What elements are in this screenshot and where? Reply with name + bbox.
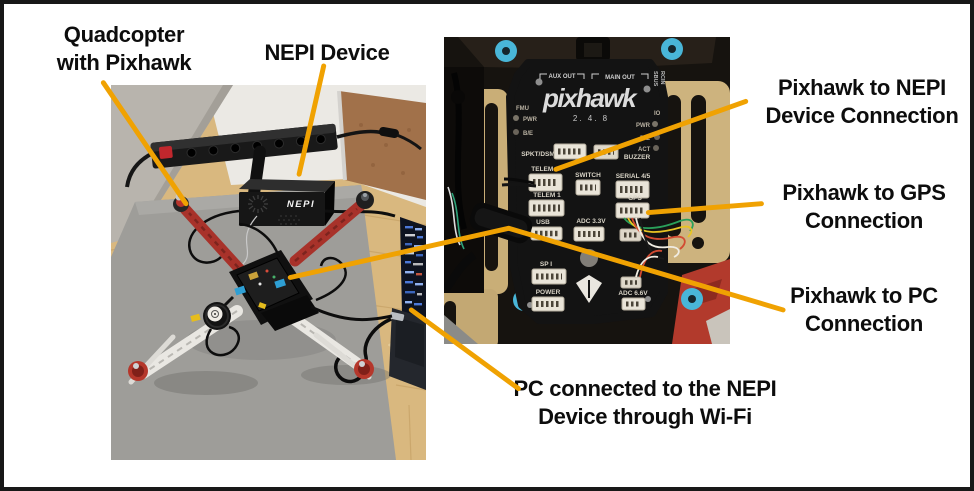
- blue-module-right: [274, 278, 286, 289]
- gps-cable-loop: [205, 325, 240, 357]
- motor-front-right: [356, 191, 374, 209]
- callout-quadcopter-with-pixhawk: Quadcopter with Pixhawk: [34, 21, 214, 77]
- center-gray-dot: [580, 249, 598, 267]
- telem1-port: TELEM 1: [528, 192, 565, 217]
- cord-to-laptop: [396, 133, 422, 151]
- motor-rear-left: [128, 361, 148, 381]
- callout-line: Quadcopter: [63, 22, 185, 47]
- callout-line: Pixhawk to NEPI: [778, 75, 946, 100]
- telem2-port: TELEM 2: [501, 166, 563, 192]
- usb-label: USB: [536, 219, 550, 226]
- serial45-label: SERIAL 4/5: [616, 173, 651, 180]
- cable-knot: [451, 90, 465, 104]
- flight-controller-deck: [236, 257, 300, 312]
- quadcopter-photo-art: NEPI: [111, 85, 426, 460]
- laptop-screen: [400, 217, 426, 321]
- switch-label: SWITCH: [575, 172, 601, 179]
- power-strip-switch: [158, 145, 173, 159]
- callout-line: Connection: [805, 311, 923, 336]
- led-cluster-left: FMU PWR B/E: [513, 106, 538, 137]
- cable-loop-left: [188, 209, 240, 264]
- battery-tray: [261, 295, 319, 331]
- stack-components: [234, 269, 286, 296]
- pixhawk-closeup-photo: AUX OUT MAIN OUT SBUS RCIN pixhawk 2. 4.…: [444, 37, 730, 344]
- drone-to-laptop-cable: [310, 305, 393, 322]
- pixhawk-logo: pixhawk: [542, 83, 638, 113]
- floor-corner-right: [706, 309, 730, 344]
- nepi-to-laptop-cable: [324, 209, 396, 218]
- quadcopter-bench-photo: NEPI: [111, 85, 426, 460]
- black-cable-left: [451, 72, 467, 230]
- nepi-device-box: NEPI: [188, 145, 396, 270]
- nepi-box-logo: NEPI: [287, 199, 315, 210]
- serial45-port: SERIAL 4/5: [615, 173, 651, 199]
- adc33-label: ADC 3.3V: [576, 218, 606, 225]
- callout-line: with Pixhawk: [56, 50, 192, 75]
- telem2-cable: [503, 177, 535, 185]
- top-connector-slot: [584, 43, 602, 57]
- callout-pc-connected-wifi: PC connected to the NEPI Device through …: [510, 375, 780, 431]
- gps-puck: [203, 295, 235, 330]
- yellow-connector-left: [190, 313, 201, 322]
- io-pwr-label: PWR: [636, 123, 651, 129]
- callout-pixhawk-to-gps: Pixhawk to GPS Connection: [748, 179, 970, 235]
- io-be-label: B/E: [640, 136, 650, 142]
- callout-line: Connection: [805, 208, 923, 233]
- adc66-port: ADC 6.6V: [618, 290, 648, 311]
- callout-nepi-device: NEPI Device: [247, 39, 407, 67]
- telem2-label: TELEM 2: [531, 166, 559, 173]
- arm-white-left-truss: [146, 310, 238, 372]
- pixhawk-photo-art: AUX OUT MAIN OUT SBUS RCIN pixhawk 2. 4.…: [444, 37, 730, 344]
- can-port: [620, 276, 642, 289]
- ferrite-bead: [378, 126, 399, 139]
- buzzer-label: BUZZER: [624, 154, 651, 161]
- rcin-label: RCIN: [659, 71, 665, 84]
- fmu-label: FMU: [516, 106, 529, 112]
- telem1-label: TELEM 1: [533, 192, 561, 199]
- telem2-cable2: [501, 183, 537, 188]
- motor-rear-right: [354, 359, 374, 379]
- pixhawk-version: 2. 4. 8: [573, 114, 609, 123]
- blue-module-left: [234, 285, 246, 296]
- adc33-port: ADC 3.3V: [573, 218, 606, 242]
- corkboard-texture: [359, 123, 411, 175]
- act-label: ACT: [638, 147, 651, 153]
- vent-grill: [248, 195, 268, 213]
- box-dots: [278, 215, 300, 225]
- adc66-label: ADC 6.6V: [618, 290, 648, 297]
- switch-port: SWITCH: [575, 172, 601, 196]
- callout-pixhawk-to-pc: Pixhawk to PC Connection: [748, 282, 970, 338]
- arm-red-left-truss: [188, 212, 246, 276]
- i2c-port: [619, 228, 642, 242]
- callout-pixhawk-to-nepi: Pixhawk to NEPI Device Connection: [746, 74, 970, 130]
- yellow-connector-mid: [258, 302, 267, 310]
- spkt-dsm-label: SPKT/DSM: [521, 151, 555, 158]
- callout-line: PC connected to the NEPI: [513, 376, 777, 401]
- sbus-rcin-labels: SBUS RCIN: [652, 71, 665, 87]
- power-port: POWER: [531, 289, 565, 312]
- fmu-pwr-label: PWR: [523, 117, 538, 123]
- io-label: IO: [654, 111, 661, 117]
- pixhawk-top-headers: AUX OUT MAIN OUT: [549, 74, 636, 81]
- header-brackets: [539, 73, 649, 79]
- sbus-label: SBUS: [652, 71, 658, 87]
- aux-out-label: AUX OUT: [549, 74, 576, 80]
- callout-line: Pixhawk to PC: [790, 283, 938, 308]
- spi-label: SP I: [540, 261, 552, 268]
- fmu-be-label: B/E: [523, 131, 533, 137]
- power-label: POWER: [536, 289, 561, 296]
- callout-line: NEPI Device: [264, 40, 390, 65]
- callout-line: Pixhawk to GPS: [782, 180, 946, 205]
- drone-shadow-left: [154, 371, 258, 395]
- drone-to-nepi-cable: [238, 222, 281, 258]
- usb-plug-silver: [389, 311, 405, 322]
- drone-shadow-main: [186, 320, 336, 360]
- gps-label: GPS: [628, 195, 642, 202]
- main-out-label: MAIN OUT: [605, 75, 635, 81]
- callout-line: Device through Wi-Fi: [538, 404, 752, 429]
- callout-line: Device Connection: [765, 103, 959, 128]
